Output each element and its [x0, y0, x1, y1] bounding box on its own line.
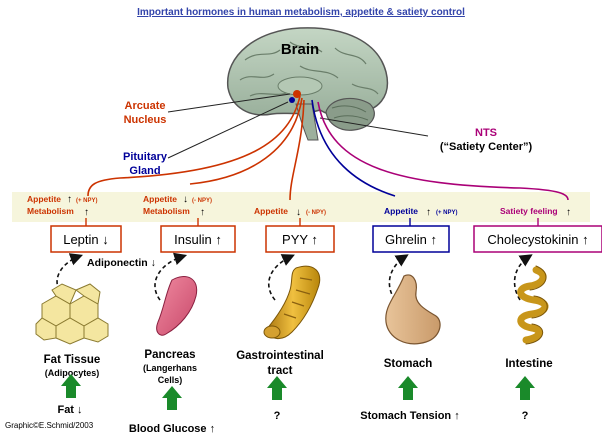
pyy-npy: (- NPY)	[306, 210, 326, 216]
pituitary-label-line1: Pituitary	[123, 151, 168, 163]
leptin-npy: (+ NPY)	[76, 198, 98, 204]
intestine-illustration	[517, 266, 549, 344]
arcuate-label-line2: Nucleus	[124, 114, 167, 126]
intestine-shading	[525, 265, 548, 345]
pancreas-illustration	[156, 276, 198, 336]
pancreas-up-arrow	[162, 386, 182, 410]
pancreas-label: Pancreas	[144, 349, 195, 361]
hormone-leptin-box: Leptin ↓	[50, 225, 122, 253]
adiponectin-label: Adiponectin ↓	[87, 257, 156, 269]
signal-pathways	[87, 95, 569, 201]
gi-tract-sublabel: tract	[268, 365, 293, 377]
fat-tissue-sublabel: (Adipocytes)	[45, 368, 100, 378]
gi-up-arrow	[267, 376, 287, 400]
gi-tract-label: Gastrointestinal	[236, 350, 324, 362]
pathway-pyy	[289, 99, 305, 201]
nts-label-line2: (“Satiety Center”)	[440, 141, 533, 153]
pyy-appetite-arrow: ↓	[296, 207, 301, 218]
pyy-appetite: Appetite	[254, 206, 288, 216]
diagram-title: Important hormones in human metabolism, …	[137, 7, 465, 18]
nts-label-line1: NTS	[475, 127, 497, 139]
pituitary-label-line2: Gland	[129, 165, 160, 177]
fat-stimulus: Fat ↓	[57, 404, 82, 416]
intestine-up-arrow	[515, 376, 535, 400]
leptin-metabolism: Metabolism	[27, 206, 74, 216]
pathway-ghrelin	[311, 99, 396, 197]
insulin-appetite-arrow: ↓	[183, 194, 188, 205]
hormone-insulin: Insulin ↑	[174, 232, 222, 247]
brain-illustration	[227, 27, 389, 141]
leptin-appetite-arrow: ↑	[67, 194, 72, 205]
fat-tissue-label: Fat Tissue	[44, 354, 101, 366]
stimulus-arrows	[61, 374, 535, 410]
pituitary-pointer	[167, 101, 289, 159]
stomach-illustration	[385, 274, 441, 345]
nts-pointer	[319, 117, 429, 137]
arcuate-pointer	[167, 93, 291, 113]
ghrelin-appetite: Appetite	[384, 206, 418, 216]
pathway-cck	[317, 101, 569, 201]
brain-label: Brain	[281, 41, 319, 58]
hormone-ghrelin: Ghrelin ↑	[385, 232, 437, 247]
pathway-insulin	[189, 97, 303, 185]
pancreas-sublabel2: Cells)	[158, 375, 183, 385]
fat-up-arrow	[61, 374, 81, 398]
leptin-appetite: Appetite	[27, 194, 61, 204]
secretion-arrows	[56, 252, 533, 301]
stomach-stimulus: Stomach Tension ↑	[360, 410, 459, 422]
hormone-cck-box: Cholecystokinin ↑	[473, 225, 602, 253]
hormone-ghrelin-box: Ghrelin ↑	[372, 225, 450, 253]
pancreas-stimulus: Blood Glucose ↑	[129, 423, 215, 435]
hormone-pyy-box: PYY ↑	[265, 225, 335, 253]
ghrelin-appetite-arrow: ↑	[426, 207, 431, 218]
cck-satiety-arrow: ↑	[566, 207, 571, 218]
pancreas-sublabel1: (Langerhans	[143, 363, 197, 373]
insulin-metabolism-arrow: ↑	[200, 207, 205, 218]
effects-row: Appetite ↑ (+ NPY) Metabolism ↑ Appetite…	[27, 194, 571, 218]
insulin-metabolism: Metabolism	[143, 206, 190, 216]
intestine-stimulus: ?	[522, 410, 529, 422]
fat-tissue-illustration	[35, 283, 109, 345]
effect-connectors	[85, 218, 539, 226]
stomach-label: Stomach	[384, 358, 433, 370]
effects-panel	[12, 192, 590, 222]
credit-label: Graphic©E.Schmid/2003	[5, 421, 94, 430]
insulin-npy: (- NPY)	[192, 198, 212, 204]
hormone-insulin-box: Insulin ↑	[160, 225, 236, 253]
intestine-label: Intestine	[505, 358, 552, 370]
hormone-cck: Cholecystokinin ↑	[487, 232, 588, 247]
stomach-up-arrow	[398, 376, 418, 400]
cck-satiety: Satiety feeling	[500, 206, 558, 216]
ghrelin-npy: (+ NPY)	[436, 210, 458, 216]
arcuate-label-line1: Arcuate	[125, 100, 166, 112]
leptin-metabolism-arrow: ↑	[84, 207, 89, 218]
hormone-leptin: Leptin ↓	[63, 232, 109, 247]
insulin-appetite: Appetite	[143, 194, 177, 204]
hormone-pyy: PYY ↑	[282, 232, 318, 247]
gi-tract-illustration	[263, 265, 321, 339]
pathway-leptin	[87, 95, 301, 197]
gi-stimulus: ?	[274, 410, 281, 422]
